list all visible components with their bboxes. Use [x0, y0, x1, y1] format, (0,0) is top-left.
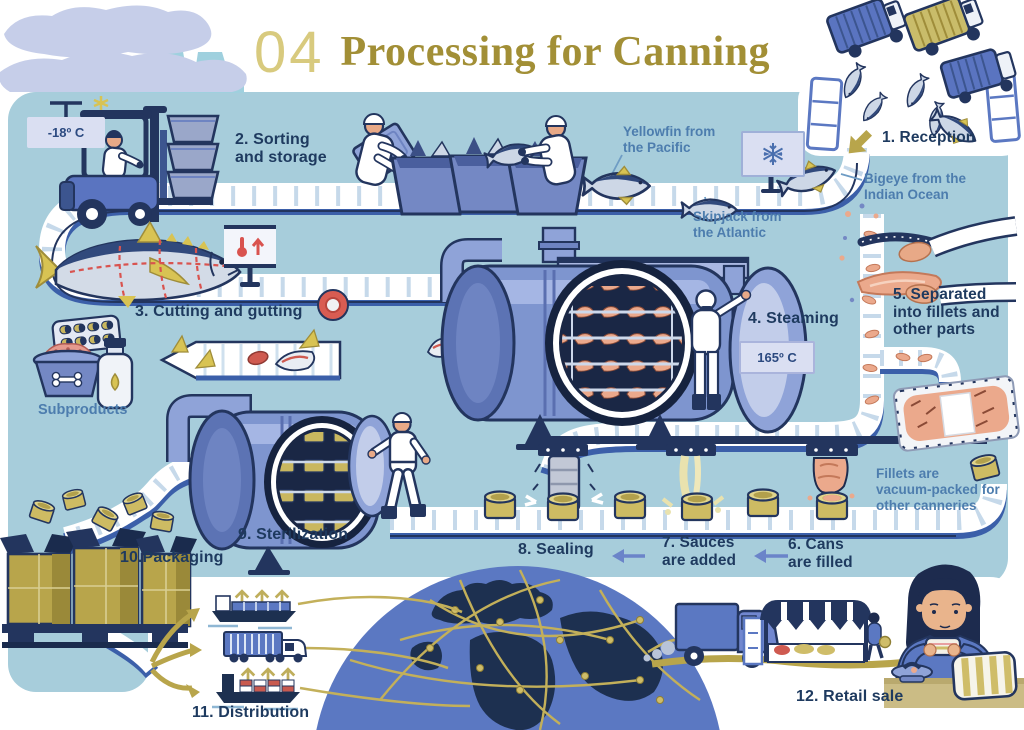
snowflake-icon	[762, 143, 784, 165]
globe-illustration	[297, 566, 720, 730]
flow-arrows	[612, 549, 788, 563]
step-label-distribution: 11. Distribution	[192, 704, 310, 721]
smoke-cloud	[4, 5, 212, 58]
step-label-separated: 5. Separated into fillets and other part…	[893, 286, 1000, 339]
cargo-ship-2-icon	[212, 667, 300, 711]
step-label-cutting: 3. Cutting and gutting	[135, 303, 303, 320]
note-fillets: Fillets are vacuum-packed for other cann…	[876, 466, 1000, 513]
freezer-area-sign	[741, 131, 805, 177]
step-label-reception: 1. Reception	[882, 129, 976, 146]
dock-door-frame	[805, 76, 844, 152]
woman-eating-illustration	[884, 564, 1024, 708]
step-label-sterilization: 9. Sterilization	[238, 526, 349, 543]
subproducts-illustration	[32, 314, 134, 410]
sterilization-machine	[166, 394, 431, 575]
steamer-racks	[562, 280, 682, 406]
fish-truck-icon	[939, 48, 1017, 104]
trade-routes	[349, 569, 701, 730]
smoke-cloud	[0, 51, 247, 92]
steaming-machine	[440, 260, 808, 450]
step-label-packaging: 10.Packaging	[120, 549, 224, 566]
conveyor-cans-row	[390, 483, 1007, 539]
reception-arrow-icon	[848, 129, 873, 154]
temperature-rise-sign	[224, 225, 276, 268]
fish-filler-station	[806, 444, 858, 504]
note-yellowfin: Yellowfin from the Pacific	[623, 124, 716, 155]
tuna-cutting-illustration	[35, 220, 242, 308]
retail-illustration	[643, 600, 909, 669]
striped-package	[951, 651, 1018, 701]
steam-temp-sign: 165º C	[739, 341, 815, 374]
step-label-cans-filled: 6. Cans are filled	[788, 536, 853, 571]
separating-hands-illustration	[839, 203, 1018, 405]
shopper-figure	[866, 612, 892, 661]
note-skipjack: Skipjack from the Atlantic	[693, 209, 782, 240]
pet-food-bowl-icon	[32, 343, 104, 398]
section-number: 04	[254, 20, 325, 85]
sterilizer-worker-illustration	[367, 412, 431, 519]
fish-oil-bottle-icon	[96, 338, 134, 410]
steamer-worker-illustration	[690, 289, 752, 410]
reception-illustration	[805, 0, 1021, 154]
forklift-illustration	[59, 96, 220, 229]
sorting-workers-illustration	[352, 113, 588, 216]
fish-truck-icon	[903, 0, 984, 56]
step-label-retail-sale: 12. Retail sale	[796, 688, 904, 705]
title-text: Processing for Canning	[340, 29, 770, 75]
cargo-ship-icon	[208, 589, 296, 630]
freezer-temp-sign: -18º C	[27, 117, 105, 148]
fish-offcuts-illustration	[170, 289, 455, 372]
distribution-illustration	[149, 589, 308, 711]
step-label-sauces-added: 7. Sauces are added	[662, 534, 737, 569]
cut-lines	[69, 239, 226, 299]
fish-truck-icon	[826, 0, 907, 58]
step-label-sorting: 2. Sorting and storage	[235, 131, 327, 167]
fish-bowl	[891, 662, 933, 683]
container-truck-icon	[223, 631, 308, 663]
step-label-sealing: 8. Sealing	[518, 541, 594, 558]
vacuum-packed-fillet	[892, 375, 1020, 452]
packaging-pallet-illustration	[0, 528, 197, 648]
note-bigeye: Bigeye from the Indian Ocean	[864, 171, 967, 202]
market-stall-icon	[742, 600, 892, 666]
beacon-sparkle-icon	[93, 96, 109, 110]
thermometer-icon	[237, 236, 265, 257]
step-label-steaming: 4. Steaming	[748, 310, 839, 327]
cans-on-line	[483, 452, 1001, 522]
forklift-bins	[166, 114, 220, 200]
note-subproducts: Subproducts	[38, 402, 128, 418]
worker-sorting-2	[482, 115, 577, 186]
factory-chimneys-illustration	[0, 5, 247, 93]
